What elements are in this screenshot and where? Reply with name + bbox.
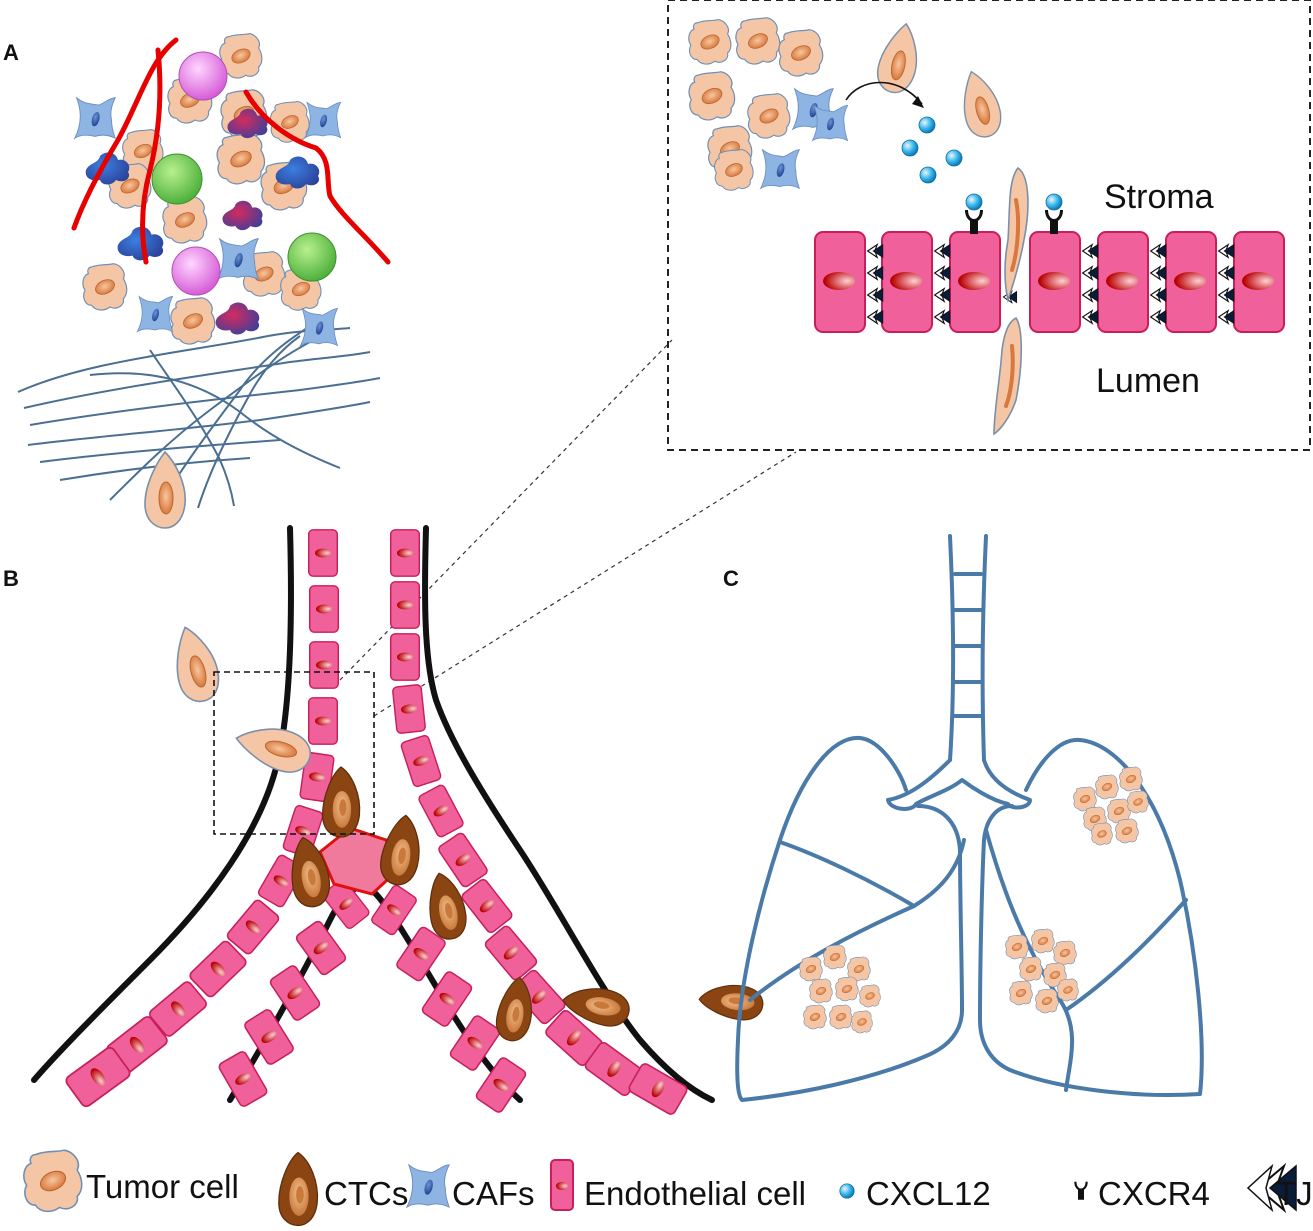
legend-item-cxcr4: CXCR4 (1074, 1175, 1210, 1212)
secretion-arrow (845, 81, 923, 105)
panel-b-label: B (3, 566, 19, 591)
legend-label: TJ (1276, 1175, 1313, 1212)
endothelial-cell-icon (550, 1159, 574, 1211)
legend-item-endothelial-cell: Endothelial cell (550, 1159, 806, 1212)
tumor-cell (778, 29, 824, 77)
ctc (377, 812, 426, 888)
endothelial-cell (1233, 231, 1285, 333)
caf (760, 149, 800, 189)
migrating-tumor-cell (164, 621, 226, 707)
cxcl12-icon (839, 1183, 855, 1199)
legend-item-tj: TJ (1246, 1162, 1313, 1214)
ctc-icon (278, 1151, 319, 1227)
tumor-cell (82, 263, 128, 311)
cxcr4 (965, 210, 983, 234)
legend-label: CTCs (324, 1175, 408, 1212)
caf (300, 308, 338, 346)
metastasis-right-lower (1005, 928, 1079, 1014)
legend: Tumor cell CTCs CAFs Endothelial cell CX… (23, 1149, 1313, 1227)
cxcl12-cluster (901, 116, 963, 184)
zoom-box (213, 671, 375, 835)
immune-cell (222, 200, 263, 231)
endothelial-lining-right (389, 529, 690, 1117)
caf (136, 295, 174, 333)
metastasis-left (799, 944, 881, 1034)
tumor-cell (688, 19, 732, 65)
cxcl12 (901, 139, 919, 157)
tumor-cell (162, 196, 208, 244)
cxcl12 (945, 149, 963, 167)
caf (74, 97, 116, 139)
immune-cell (215, 302, 260, 335)
tumor-cell (216, 133, 266, 185)
pink-cell (178, 51, 228, 101)
legend-item-tumor-cell: Tumor cell (23, 1149, 239, 1213)
stroma-label: Stroma (1104, 178, 1214, 216)
caf-icon (406, 1164, 450, 1208)
legend-label: Endothelial cell (584, 1175, 806, 1212)
endothelial-cell (949, 231, 1001, 333)
immune-cell (275, 156, 320, 189)
cxcl12 (965, 193, 983, 211)
endothelial-barrier (814, 193, 1285, 333)
inset-panel: Stroma Lumen (667, 0, 1311, 451)
tumor-cell (714, 148, 754, 191)
tumor-cell (747, 93, 791, 139)
legend-item-cxcl12: CXCL12 (839, 1175, 991, 1212)
panel-a-label: A (3, 40, 19, 65)
secretion-arrowhead (912, 96, 924, 108)
lumen-label: Lumen (1096, 362, 1200, 400)
cxcl12 (918, 116, 936, 134)
migrating-tumor-cell (872, 19, 926, 97)
inset-frame (667, 0, 1311, 451)
tj-icon (1246, 1162, 1297, 1214)
panel-c: C (723, 534, 1204, 1102)
legend-label: CXCL12 (866, 1175, 991, 1212)
tumor-cell (735, 17, 781, 65)
cxcr4 (1045, 210, 1063, 234)
endothelial-cell (1097, 231, 1149, 333)
pink-cell (171, 246, 221, 296)
transmigrating-tumor-cell (993, 166, 1029, 436)
panel-c-label: C (723, 566, 739, 591)
inset-tumor-cluster (688, 17, 849, 191)
caf (811, 104, 849, 142)
panel-a: A (3, 33, 391, 529)
legend-item-cafs: CAFs (406, 1164, 535, 1212)
endothelial-cell (1165, 231, 1217, 333)
lung-outline (735, 534, 1204, 1102)
tumor-cell (170, 297, 216, 345)
cxcl12 (1045, 193, 1063, 211)
legend-label: CXCR4 (1098, 1175, 1210, 1212)
caf (217, 238, 259, 280)
zoom-line (373, 451, 797, 717)
red-fibers (71, 37, 391, 265)
zoom-line (339, 339, 673, 681)
endothelial-cell (814, 231, 866, 333)
tumor-cell (688, 71, 736, 121)
collagen-fibers (17, 319, 381, 509)
metastasis-right-upper (1073, 766, 1149, 846)
tumor-cell-icon (23, 1149, 83, 1213)
caf (304, 102, 342, 139)
endothelial-cell (881, 231, 933, 333)
legend-label: CAFs (452, 1175, 535, 1212)
endothelial-lining-left (63, 529, 340, 1110)
panel-b: B (3, 525, 765, 1117)
green-cell (287, 232, 337, 282)
legend-label: Tumor cell (86, 1168, 239, 1205)
migrating-tumor-cell (953, 66, 1007, 142)
ctc (697, 981, 765, 1023)
cxcl12 (919, 166, 937, 184)
migrating-tumor-cell (230, 717, 316, 779)
green-cell (151, 153, 203, 205)
cxcr4-icon (1074, 1181, 1088, 1200)
legend-item-ctcs: CTCs (278, 1151, 408, 1227)
endothelial-cell (1029, 231, 1081, 333)
